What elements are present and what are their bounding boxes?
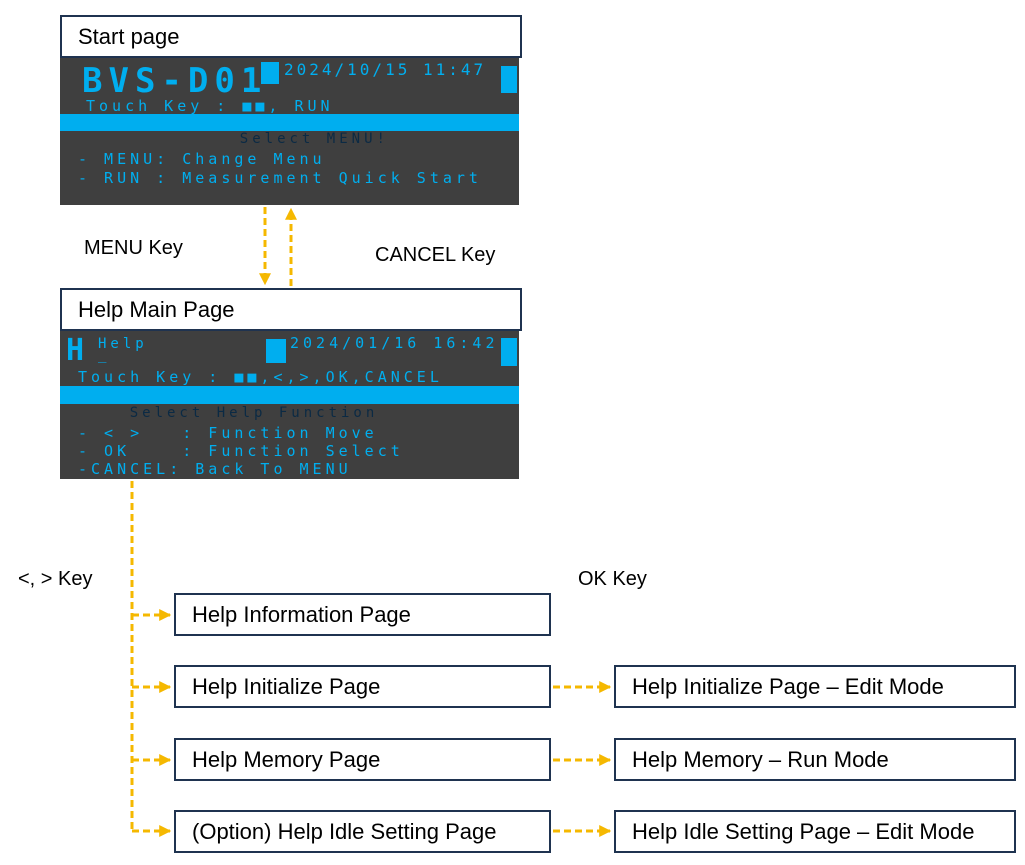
start-select-text: Select MENU! [239, 131, 389, 147]
idle-setting-edit-mode-box: Help Idle Setting Page – Edit Mode [614, 810, 1016, 853]
help-initialize-page-label: Help Initialize Page [192, 673, 381, 699]
help-main-screen: H Help _ 2024/01/16 16:42 Touch Key : ■■… [60, 331, 519, 479]
file-icon [261, 62, 279, 84]
help-line-move: - < > : Function Move [78, 424, 378, 442]
help-idle-setting-page-box: (Option) Help Idle Setting Page [174, 810, 551, 853]
start-line-menu: - MENU: Change Menu [78, 150, 326, 168]
start-page-screen: BVS-D01 2024/10/15 11:47 Touch Key : ■■,… [60, 58, 519, 205]
help-initialize-page-box: Help Initialize Page [174, 665, 551, 708]
menu-key-label: MENU Key [84, 237, 183, 259]
help-main-title-box: Help Main Page [60, 288, 522, 331]
start-datetime: 2024/10/15 11:47 [284, 60, 487, 79]
memory-run-mode-label: Help Memory – Run Mode [632, 746, 889, 772]
ok-key-label: OK Key [578, 568, 647, 590]
device-name: BVS-D01 [82, 61, 268, 101]
help-idle-setting-page-label: (Option) Help Idle Setting Page [192, 818, 497, 844]
start-page-title-box: Start page [60, 15, 522, 58]
start-touch-key: Touch Key : ■■, RUN [86, 97, 334, 115]
file-icon [266, 339, 286, 363]
help-select-bar: Select Help Function [60, 386, 519, 421]
help-cursor: _ [98, 347, 107, 363]
help-line-select: - OK : Function Select [78, 442, 404, 460]
initialize-edit-mode-box: Help Initialize Page – Edit Mode [614, 665, 1016, 708]
help-memory-page-label: Help Memory Page [192, 746, 381, 772]
help-memory-page-box: Help Memory Page [174, 738, 551, 781]
cancel-key-label: CANCEL Key [375, 244, 496, 266]
help-information-page-box: Help Information Page [174, 593, 551, 636]
help-name: Help [98, 336, 148, 352]
help-information-page-label: Help Information Page [192, 601, 411, 627]
battery-icon [501, 66, 517, 93]
help-main-title: Help Main Page [78, 296, 235, 322]
arrow-keys-label: <, > Key [18, 568, 93, 590]
start-line-run: - RUN : Measurement Quick Start [78, 169, 482, 187]
help-select-text: Select Help Function [129, 405, 379, 421]
help-datetime: 2024/01/16 16:42 [290, 334, 499, 352]
start-page-title: Start page [78, 23, 180, 49]
battery-icon [501, 338, 517, 366]
help-letter-icon: H [66, 333, 85, 368]
idle-setting-edit-mode-label: Help Idle Setting Page – Edit Mode [632, 818, 975, 844]
start-select-bar: Select MENU! [60, 114, 519, 147]
help-line-cancel: -CANCEL: Back To MENU [78, 460, 352, 478]
initialize-edit-mode-label: Help Initialize Page – Edit Mode [632, 673, 944, 699]
help-touch-key: Touch Key : ■■,<,>,OK,CANCEL [78, 368, 443, 386]
memory-run-mode-box: Help Memory – Run Mode [614, 738, 1016, 781]
